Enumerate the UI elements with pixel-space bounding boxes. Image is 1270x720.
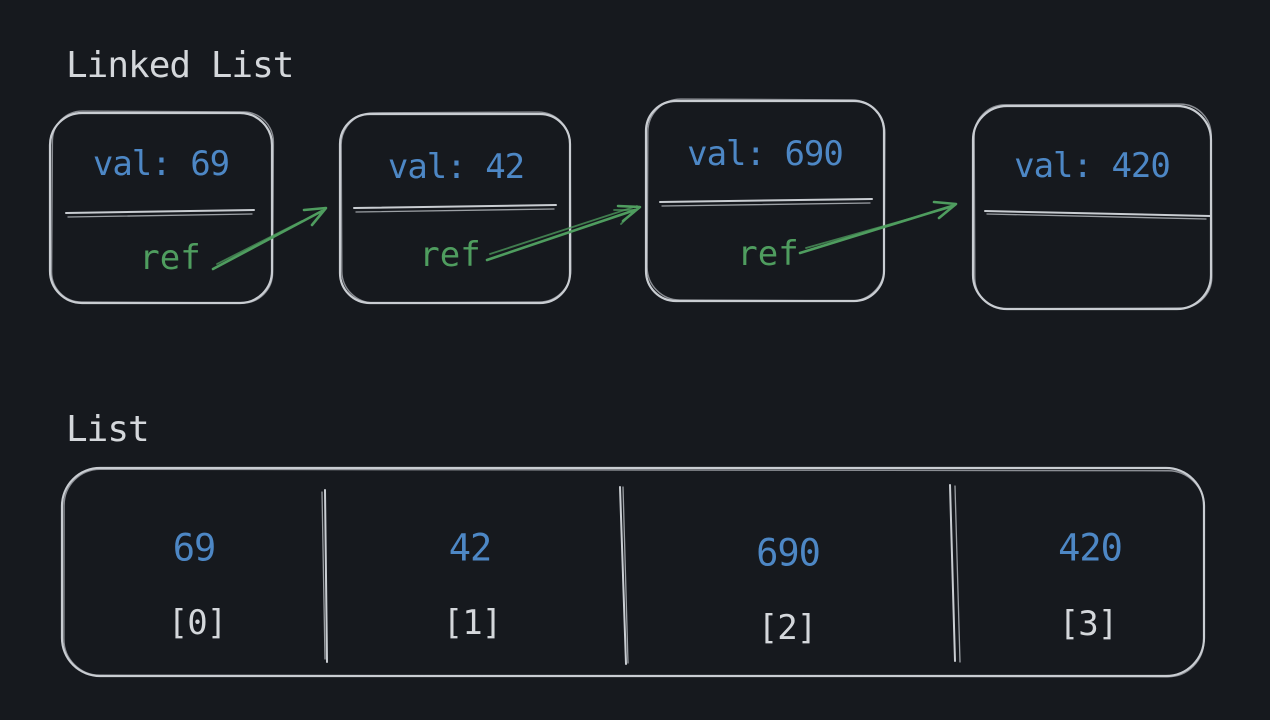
list-cell-3-value: 420 [1058,526,1123,570]
node-2-value: val: 42 [387,147,525,187]
list-cell-0-value: 69 [172,526,217,570]
node-3-value: val: 690 [687,134,844,174]
node-1-value: val: 69 [92,144,230,184]
list-cell-2-value: 690 [756,531,821,575]
list-cell-1-index: [1] [442,603,502,643]
linked-list-title: Linked List [66,45,294,86]
list-cell-0-index: [0] [167,603,227,643]
node-2-ref-label: ref [419,235,481,275]
node-3-ref-label: ref [737,234,799,274]
list-cell-1-value: 42 [448,526,493,570]
node-1-ref-label: ref [139,238,201,278]
list-cell-3-index: [3] [1058,604,1118,644]
list-cell-2-index: [2] [757,608,817,648]
node-4-value: val: 420 [1014,146,1171,186]
list-title: List [66,409,150,450]
